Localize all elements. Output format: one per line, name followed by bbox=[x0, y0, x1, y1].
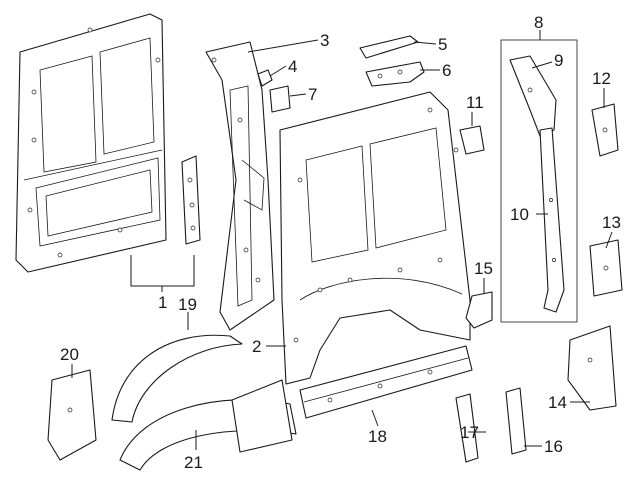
part-20-panel bbox=[47, 369, 97, 461]
callout-8: 8 bbox=[534, 13, 543, 32]
part-19-wheelhouse bbox=[111, 334, 243, 423]
callout-5: 5 bbox=[438, 35, 447, 54]
callout-labels: 1 2 3 4 5 6 7 8 9 10 11 12 13 14 15 16 1… bbox=[60, 13, 621, 472]
part-17-bracket bbox=[455, 393, 479, 463]
part-4-clip bbox=[257, 69, 273, 87]
part-16-bracket bbox=[505, 387, 527, 455]
callout-15: 15 bbox=[474, 259, 493, 278]
part-12-bracket bbox=[591, 103, 619, 157]
callout-10: 10 bbox=[510, 205, 529, 224]
callout-19: 19 bbox=[178, 295, 197, 314]
callout-3: 3 bbox=[320, 31, 329, 50]
part-5-bracket bbox=[359, 35, 419, 59]
callout-9: 9 bbox=[554, 51, 563, 70]
part-18-sill bbox=[299, 345, 473, 419]
part-21-wheelhouse bbox=[119, 379, 297, 471]
callout-20: 20 bbox=[60, 345, 79, 364]
callout-12: 12 bbox=[592, 69, 611, 88]
callout-18: 18 bbox=[368, 427, 387, 446]
part-11-bracket bbox=[459, 125, 485, 155]
part-15-bracket bbox=[465, 291, 493, 329]
part-1-side-panel bbox=[15, 13, 167, 273]
callout-2: 2 bbox=[252, 337, 261, 356]
part-3-pillar bbox=[205, 41, 275, 331]
callout-7: 7 bbox=[308, 85, 317, 104]
part-2-inner-panel bbox=[279, 91, 471, 385]
part-6-bracket bbox=[365, 61, 425, 87]
part-10-reinforcement bbox=[539, 127, 565, 313]
callout-16: 16 bbox=[544, 437, 563, 456]
callout-6: 6 bbox=[442, 61, 451, 80]
callout-21: 21 bbox=[184, 453, 203, 472]
callout-11: 11 bbox=[466, 93, 484, 112]
part-8-group-frame bbox=[500, 39, 578, 323]
callout-1: 1 bbox=[158, 293, 167, 312]
callout-4: 4 bbox=[288, 57, 297, 76]
callout-14: 14 bbox=[548, 393, 567, 412]
part-9-reinforcement bbox=[509, 55, 557, 137]
part-14-panel bbox=[567, 325, 617, 411]
part-13-bracket bbox=[589, 239, 623, 297]
leader-lines bbox=[71, 30, 613, 450]
callout-13: 13 bbox=[602, 213, 621, 232]
callout-17: 17 bbox=[460, 423, 479, 442]
part-1-bracket bbox=[181, 155, 201, 245]
part-7-bracket bbox=[269, 85, 291, 113]
